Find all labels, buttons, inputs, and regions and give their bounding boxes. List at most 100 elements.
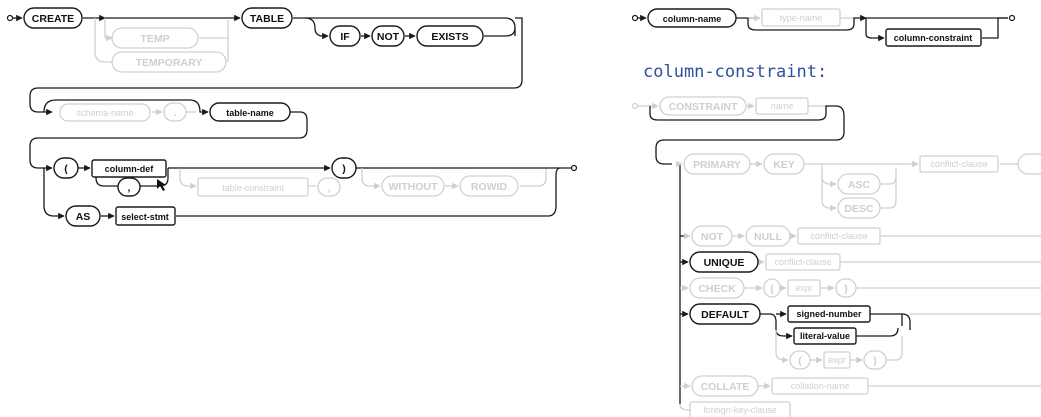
not-label: NOT bbox=[701, 231, 724, 243]
table-name-node bbox=[209, 102, 291, 122]
key-keyword bbox=[763, 153, 805, 175]
constraint-keyword bbox=[659, 96, 747, 116]
literal-value-label: literal-value bbox=[800, 331, 850, 341]
end-marker bbox=[570, 164, 578, 172]
select-stmt-label: select-stmt bbox=[121, 212, 169, 222]
check-keyword bbox=[689, 277, 745, 299]
name-node bbox=[755, 97, 809, 115]
comma2-symbol bbox=[317, 177, 341, 197]
column-def-diagram: column-name type-name column-constraint bbox=[631, 8, 1016, 47]
null-keyword bbox=[745, 225, 791, 247]
not-keyword bbox=[691, 225, 733, 247]
check-expr-label: expr bbox=[795, 283, 813, 293]
create-keyword-label: CREATE bbox=[32, 13, 74, 25]
lparen-symbol bbox=[53, 157, 79, 179]
table-keyword bbox=[241, 7, 293, 29]
table-label: TABLE bbox=[250, 13, 284, 25]
unique-label: UNIQUE bbox=[704, 257, 745, 269]
schema-name-node bbox=[59, 103, 151, 122]
primary-keyword bbox=[683, 153, 751, 175]
conflict-clause-2-label: conflict-clause bbox=[810, 231, 867, 241]
check-rparen-symbol bbox=[835, 278, 857, 298]
temp-keyword bbox=[111, 27, 199, 49]
column-name-label: column-name bbox=[663, 14, 722, 24]
section-heading: column-constraint: bbox=[643, 62, 828, 82]
lparen-label: ( bbox=[64, 163, 68, 175]
not-label: NOT bbox=[377, 31, 400, 43]
exists-keyword bbox=[416, 25, 484, 47]
default-label: DEFAULT bbox=[701, 309, 749, 321]
rowid-label: ROWID bbox=[471, 181, 508, 193]
unique-keyword bbox=[689, 251, 759, 273]
conflict-clause-node-2 bbox=[797, 227, 881, 245]
table-name-label: table-name bbox=[226, 108, 274, 118]
default-expr-label: expr bbox=[828, 355, 846, 365]
rowid-keyword bbox=[459, 175, 519, 197]
collate-label: COLLATE bbox=[701, 381, 750, 393]
conflict-clause-1-label: conflict-clause bbox=[930, 159, 987, 169]
exists-label: EXISTS bbox=[431, 31, 468, 43]
check-expr-node bbox=[787, 279, 821, 297]
dot-symbol bbox=[163, 102, 187, 122]
start-marker bbox=[6, 14, 14, 22]
column-def-label: column-def bbox=[105, 164, 155, 174]
collation-name-label: collation-name bbox=[791, 381, 850, 391]
collate-keyword bbox=[691, 375, 759, 397]
name-label: name bbox=[771, 101, 794, 111]
without-label: WITHOUT bbox=[389, 181, 439, 193]
asc-label: ASC bbox=[848, 179, 871, 191]
asc-keyword bbox=[837, 173, 881, 195]
default-expr-node bbox=[823, 351, 851, 369]
collation-name-node bbox=[771, 377, 869, 395]
conflict-clause-node-3 bbox=[765, 253, 841, 271]
default-rparen-symbol bbox=[863, 350, 887, 370]
column-constraint-node bbox=[885, 28, 982, 47]
null-label: NULL bbox=[754, 231, 783, 243]
schema-name-label: schema-name bbox=[76, 108, 133, 118]
table-constraint-node bbox=[197, 177, 309, 197]
column-constraint-label: column-constraint bbox=[894, 33, 973, 43]
constraint-label: CONSTRAINT bbox=[669, 101, 738, 113]
check-lparen-symbol bbox=[763, 278, 781, 298]
rparen-symbol bbox=[331, 157, 357, 179]
default-lparen-symbol bbox=[789, 350, 811, 370]
temporary-keyword bbox=[111, 51, 227, 73]
comma2-label: , bbox=[328, 182, 331, 194]
create-table-diagram: CREATE TEMP TEMPORARY TABLE IF NOT EXIST… bbox=[6, 7, 578, 227]
comma-symbol bbox=[117, 177, 141, 197]
primary-label: PRIMARY bbox=[693, 159, 741, 171]
desc-keyword bbox=[837, 197, 881, 219]
comma-label: , bbox=[128, 182, 131, 194]
signed-number-label: signed-number bbox=[796, 309, 862, 319]
type-name-node bbox=[761, 8, 841, 27]
column-constraint-diagram: CONSTRAINT name PRIMARY KEY ASC DESC con… bbox=[631, 96, 1041, 417]
conflict-clause-node bbox=[919, 155, 999, 173]
autoincrement-keyword-partial bbox=[1017, 153, 1041, 175]
check-label: CHECK bbox=[698, 283, 736, 295]
column-name-node bbox=[647, 8, 737, 28]
foreign-key-clause-label: foreign-key-clause bbox=[703, 405, 777, 415]
not-keyword bbox=[371, 25, 405, 47]
table-constraint-label: table-constraint bbox=[222, 183, 284, 193]
foreign-key-clause-node bbox=[689, 401, 791, 417]
key-label: KEY bbox=[773, 159, 795, 171]
default-lparen-label: ( bbox=[798, 355, 802, 367]
default-rparen-label: ) bbox=[873, 355, 877, 367]
if-keyword bbox=[329, 25, 361, 47]
rparen-label: ) bbox=[342, 163, 346, 175]
if-label: IF bbox=[340, 31, 350, 43]
as-keyword bbox=[65, 205, 101, 227]
mouse-cursor-icon bbox=[157, 179, 166, 191]
as-label: AS bbox=[76, 211, 91, 223]
conflict-clause-3-label: conflict-clause bbox=[774, 257, 831, 267]
check-lparen-label: ( bbox=[770, 283, 774, 295]
desc-label: DESC bbox=[844, 203, 874, 215]
default-keyword bbox=[689, 303, 761, 325]
dot-label: . bbox=[174, 107, 177, 119]
temporary-label: TEMPORARY bbox=[136, 57, 203, 69]
create-keyword bbox=[23, 7, 83, 29]
temp-label: TEMP bbox=[140, 33, 169, 45]
signed-number-node bbox=[787, 305, 871, 323]
select-stmt-node bbox=[115, 206, 176, 226]
